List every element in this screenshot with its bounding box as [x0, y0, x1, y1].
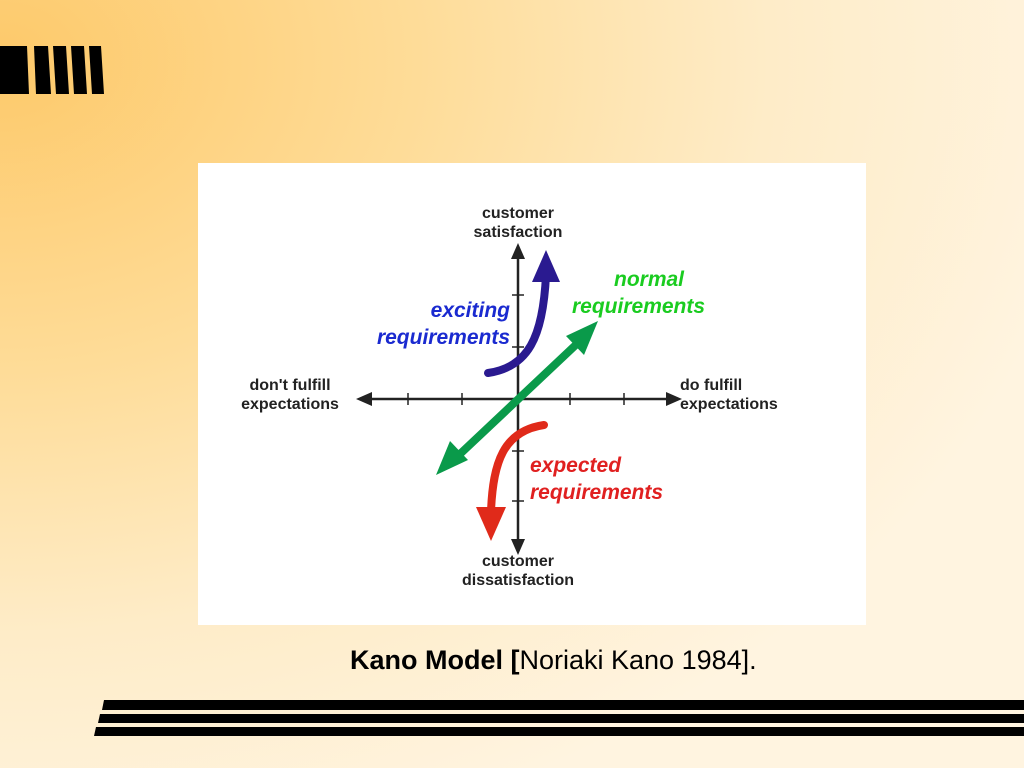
exciting-requirements-label: exciting requirements: [376, 299, 510, 349]
axis-ticks: [407, 294, 625, 502]
kano-diagram-graphic: [356, 243, 682, 555]
exciting-curve: [484, 250, 560, 377]
expected-arrowhead-icon: [476, 507, 506, 541]
axis-label-right: do fulfill expectations: [680, 377, 778, 413]
figure-caption: Kano Model [Noriaki Kano 1984].: [350, 645, 757, 676]
arrow-left-icon: [356, 392, 372, 406]
exciting-arrowhead-icon: [532, 250, 560, 282]
normal-arrowhead-up-icon: [566, 321, 598, 355]
normal-arrowhead-down-icon: [436, 441, 468, 475]
logo-stripes-icon: [0, 46, 104, 94]
caption-title: Kano Model [: [350, 645, 520, 675]
normal-requirements-label: normal requirements: [572, 268, 706, 318]
caption-citation: Noriaki Kano 1984].: [519, 645, 757, 675]
arrow-down-icon: [511, 539, 525, 555]
kano-diagram: customer satisfaction customer dissatisf…: [198, 163, 866, 625]
arrow-up-icon: [511, 243, 525, 259]
axis-arrowheads: [356, 243, 682, 555]
axis-label-left: don't fulfill expectations: [241, 377, 339, 413]
axis-label-bottom: customer dissatisfaction: [461, 553, 575, 589]
expected-requirements-label: expected requirements: [530, 454, 664, 504]
normal-line: [436, 321, 598, 475]
axis-label-top: customer satisfaction: [473, 205, 563, 241]
arrow-right-icon: [666, 392, 682, 406]
expected-curve: [476, 421, 548, 541]
